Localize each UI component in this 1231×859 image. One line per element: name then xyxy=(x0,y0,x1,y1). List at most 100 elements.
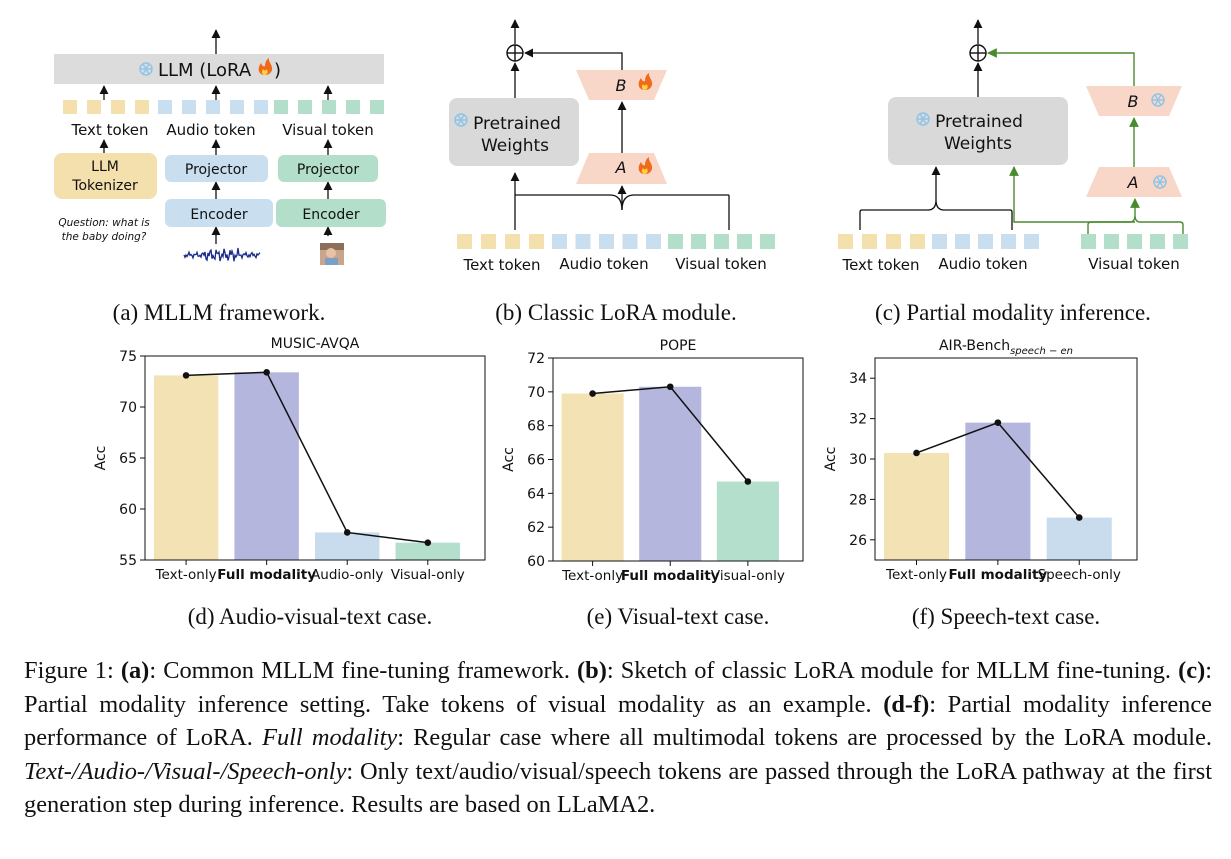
panel-b-text-tokens xyxy=(457,234,544,249)
caption-a-text: : Common MLLM fine-tuning framework. xyxy=(149,657,578,684)
caption-c: (c) Partial modality inference. xyxy=(875,300,1151,325)
series-line xyxy=(186,371,428,544)
token-square xyxy=(346,100,360,114)
llm-bar xyxy=(54,54,384,84)
y-tick-label: 30 xyxy=(849,452,867,468)
token-square xyxy=(111,100,125,114)
y-tick-label: 60 xyxy=(527,554,545,570)
token-square xyxy=(737,234,752,249)
y-tick-label: 64 xyxy=(527,486,545,502)
token-square xyxy=(668,234,683,249)
x-tick-label: Visual-only xyxy=(711,568,785,584)
caption-df-text: : Partial modality inference performance… xyxy=(24,690,1212,752)
llm-tokenizer-line1: LLM xyxy=(91,159,119,175)
lora-a-label: A xyxy=(615,158,627,177)
visual-projector-box xyxy=(278,155,378,182)
bar-full-modality xyxy=(965,422,1031,560)
panel-a-visual-tokens xyxy=(274,100,384,114)
caption-a-tag: (a) xyxy=(120,657,150,684)
bar-text-only xyxy=(153,375,219,560)
y-tick-label: 70 xyxy=(119,400,137,416)
bar-full-modality xyxy=(234,372,299,560)
token-square xyxy=(370,100,384,114)
token-square xyxy=(1001,234,1016,249)
token-square xyxy=(1150,234,1165,249)
y-tick-label: 62 xyxy=(527,520,545,536)
caption-a: (a) MLLM framework. xyxy=(113,300,326,325)
lora-b-label: B xyxy=(1128,92,1139,111)
caption-only-term: Text-/Audio-/Visual-/Speech-only xyxy=(24,757,347,785)
y-tick-label: 72 xyxy=(527,351,545,367)
data-point xyxy=(666,383,674,391)
y-tick-label: 75 xyxy=(119,349,137,365)
panel-a-audio-tokens xyxy=(158,100,268,114)
data-point xyxy=(589,390,596,397)
pretrained-weights-box xyxy=(449,98,579,166)
panel-b-audio-tokens xyxy=(552,234,661,249)
token-square xyxy=(1173,234,1188,249)
token-square xyxy=(87,100,101,114)
token-square xyxy=(760,234,775,249)
token-square xyxy=(457,234,472,249)
caption-c-tag: (c) xyxy=(1178,657,1206,684)
question-line1: Question: what is xyxy=(58,217,150,229)
chart-air-bench: AIR-Benchspeech − en2628303234AccText-on… xyxy=(823,338,1138,629)
y-tick-label: 66 xyxy=(527,453,545,469)
token-square xyxy=(298,100,312,114)
chart-title-subscript: speech − en xyxy=(1010,346,1073,357)
lora-b-matrix xyxy=(576,70,667,100)
token-square xyxy=(552,234,567,249)
audio-projector-label: Projector xyxy=(185,162,247,178)
token-square xyxy=(182,100,196,114)
token-square xyxy=(955,234,970,249)
figure-caption: Figure 1: (a): Common MLLM fine-tuning f… xyxy=(24,654,1212,822)
visual-encoder-box xyxy=(276,199,386,227)
caption-b-tag: (b) xyxy=(577,657,607,684)
lora-a-matrix xyxy=(576,153,667,184)
y-tick-label: 68 xyxy=(527,419,545,435)
token-square xyxy=(622,234,638,249)
data-point xyxy=(744,478,752,485)
token-square xyxy=(206,100,220,114)
bar-text-only xyxy=(883,452,950,560)
x-tick-label: Full modality xyxy=(948,567,1047,583)
panel-c-partial-modality: Pretrained Weights B A Text token Audio … xyxy=(838,19,1188,325)
llm-label: LLM (LoRA xyxy=(158,60,252,81)
audio-token-label: Audio token xyxy=(938,255,1027,273)
token-square xyxy=(63,100,77,114)
caption-full-text: : Regular case where all multimodal toke… xyxy=(397,724,1213,751)
token-square xyxy=(135,100,149,114)
token-square xyxy=(886,234,901,249)
lora-b-label: B xyxy=(616,76,627,95)
chart-title: AIR-Benchspeech − en xyxy=(939,338,1073,357)
question-line2: the baby doing? xyxy=(62,231,147,243)
x-tick-label: Full modality xyxy=(621,568,720,584)
audio-token-label: Audio token xyxy=(559,255,648,273)
token-square xyxy=(230,100,244,114)
token-square xyxy=(274,100,288,114)
token-square xyxy=(254,100,268,114)
lora-a-label: A xyxy=(1127,173,1139,192)
chart-caption: (d) Audio-visual-text case. xyxy=(188,604,433,629)
data-point xyxy=(1075,514,1083,521)
y-tick-label: 26 xyxy=(849,533,867,549)
llm-label-close: ) xyxy=(274,60,281,81)
y-axis-label: Acc xyxy=(823,447,839,472)
figure-1: LLM (LoRA ) Text token Audio token Visua… xyxy=(54,19,1188,629)
caption-c-text: : Partial modality inference setting. Ta… xyxy=(24,657,1212,718)
caption-df-tag: (d-f) xyxy=(883,690,930,718)
x-tick-label: Text-only xyxy=(885,567,947,583)
y-tick-label: 60 xyxy=(119,502,137,518)
audio-encoder-label: Encoder xyxy=(190,207,247,223)
data-point xyxy=(994,419,1002,426)
chart-caption: (e) Visual-text case. xyxy=(587,604,770,629)
y-tick-label: 28 xyxy=(849,492,867,508)
pretrained-line1: Pretrained xyxy=(473,114,561,134)
data-point xyxy=(913,449,920,457)
llm-tokenizer-box xyxy=(54,153,157,199)
token-square xyxy=(1127,234,1142,249)
sum-node-icon xyxy=(506,44,524,62)
pretrained-line2: Weights xyxy=(481,136,549,156)
panel-a-arrows xyxy=(99,85,333,244)
